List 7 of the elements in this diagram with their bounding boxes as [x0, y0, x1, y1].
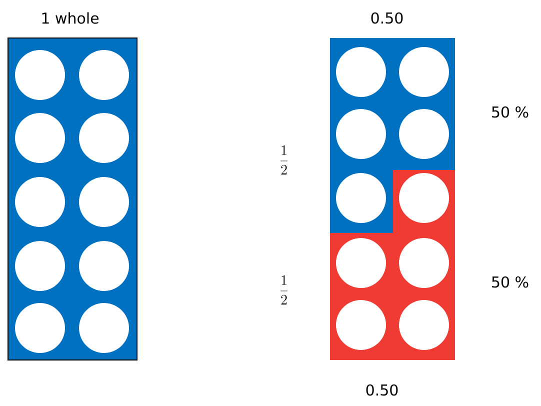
- fraction-label: $\frac{1}{2}$: [280, 145, 288, 174]
- percent-label: 50 %: [492, 276, 528, 288]
- decimal-label: 0.50: [366, 384, 398, 396]
- decimal-label: 0.50: [371, 12, 403, 24]
- percent-label: 50 %: [492, 106, 528, 118]
- fraction-label: $\frac{1}{2}$: [280, 275, 288, 304]
- heading: 1 whole: [42, 12, 99, 24]
